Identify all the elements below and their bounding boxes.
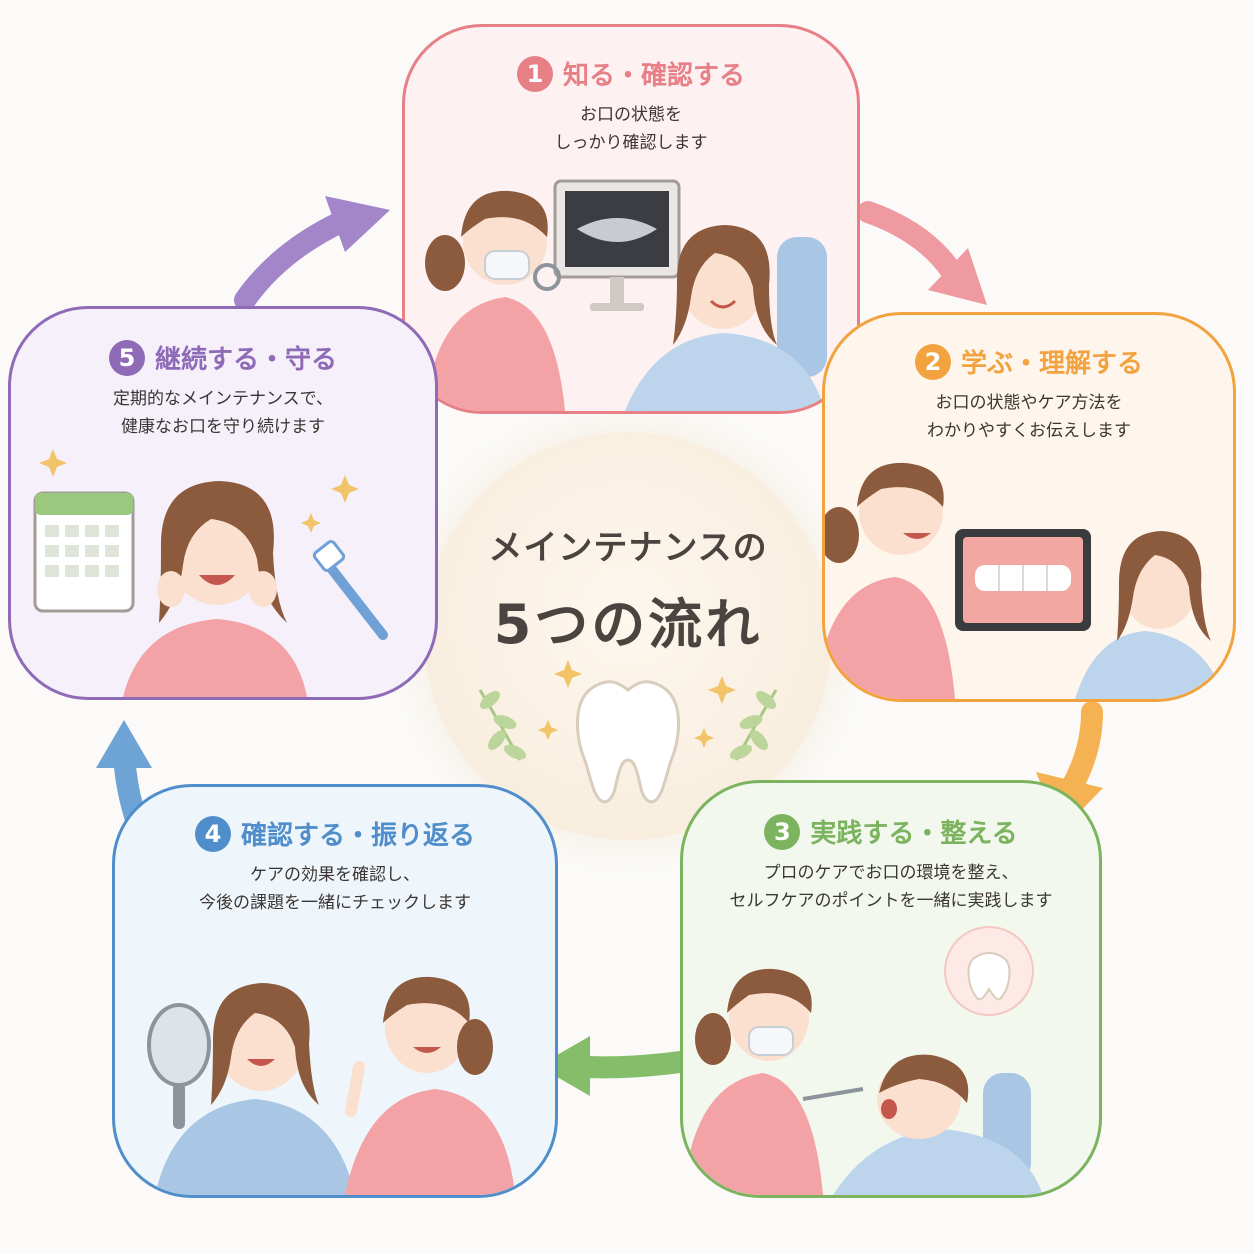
staff-character xyxy=(825,462,955,699)
step-card-2: 2 学ぶ・理解する お口の状態やケア方法を わかりやすくお伝えします xyxy=(822,312,1236,702)
patient-character xyxy=(155,983,355,1195)
center-title-line2: 5つの流れ xyxy=(493,593,763,656)
step-title: 確認する・振り返る xyxy=(240,821,475,851)
patient-character xyxy=(625,225,827,411)
toothbrush-icon xyxy=(312,540,388,640)
clean-tooth-badge-icon xyxy=(944,926,1034,1016)
step-description: 定期的なメインテナンスで、 健康なお口を守り続けます xyxy=(113,389,333,437)
illustration-review-mirror xyxy=(147,976,515,1195)
step-number-badge: 2 xyxy=(914,343,951,380)
illustration-xray-checkup xyxy=(425,179,827,411)
arrow-5-to-1 xyxy=(234,209,356,311)
step-title: 学ぶ・理解する xyxy=(960,349,1143,379)
happy-patient-character xyxy=(123,481,307,697)
dentist-character xyxy=(683,968,864,1195)
step-card-1: 1 知る・確認する お口の状態を しっかり確認します xyxy=(402,24,860,414)
staff-character xyxy=(345,976,515,1195)
step-title: 実践する・整える xyxy=(810,819,1018,849)
step-description: お口の状態やケア方法を わかりやすくお伝えします xyxy=(927,393,1131,441)
patient-character xyxy=(833,1054,1043,1195)
step-number-badge: 1 xyxy=(516,55,553,92)
dentist-character xyxy=(425,190,565,411)
step-card-3: 3 実践する・整える プロのケアでお口の環境を整え、 セルフケアのポイントを一緒に… xyxy=(680,780,1102,1198)
step-description: ケアの効果を確認し、 今後の課題を一緒にチェックします xyxy=(199,865,471,913)
arrow-1-to-2-head xyxy=(928,248,987,305)
step-number-badge: 4 xyxy=(194,815,231,852)
illustration-tablet-explanation xyxy=(825,462,1225,699)
step-title: 継続する・守る xyxy=(154,345,337,375)
step-description: プロのケアでお口の環境を整え、 セルフケアのポイントを一緒に実践します xyxy=(729,863,1053,911)
arrow-4-to-5-head xyxy=(96,720,152,768)
illustration-professional-care xyxy=(683,926,1043,1195)
step-number-badge: 3 xyxy=(764,813,801,850)
dental-mirror-icon xyxy=(533,263,561,291)
arrow-3-to-4-head xyxy=(538,1036,590,1096)
step-card-5: 5 継続する・守る 定期的なメインテナンスで、 健康なお口を守り続けます xyxy=(8,306,438,700)
arrow-5-to-1-head xyxy=(325,196,390,252)
step-number-badge: 5 xyxy=(108,339,145,376)
arrow-1-to-2 xyxy=(857,201,963,283)
hand-mirror-icon xyxy=(147,1003,211,1129)
step-title: 知る・確認する xyxy=(562,61,745,91)
calendar-icon xyxy=(33,491,135,613)
step-card-4: 4 確認する・振り返る ケアの効果を確認し、 今後の課題を一緒にチェックします xyxy=(112,784,558,1198)
center-title-line1: メインテナンスの xyxy=(488,528,768,568)
arrow-2-to-3 xyxy=(1059,701,1103,801)
tablet-icon xyxy=(955,529,1091,631)
illustration-continue-care xyxy=(33,449,388,697)
step-description: お口の状態を しっかり確認します xyxy=(554,105,708,153)
sparkle-icons xyxy=(39,449,359,533)
patient-character xyxy=(1075,531,1225,699)
